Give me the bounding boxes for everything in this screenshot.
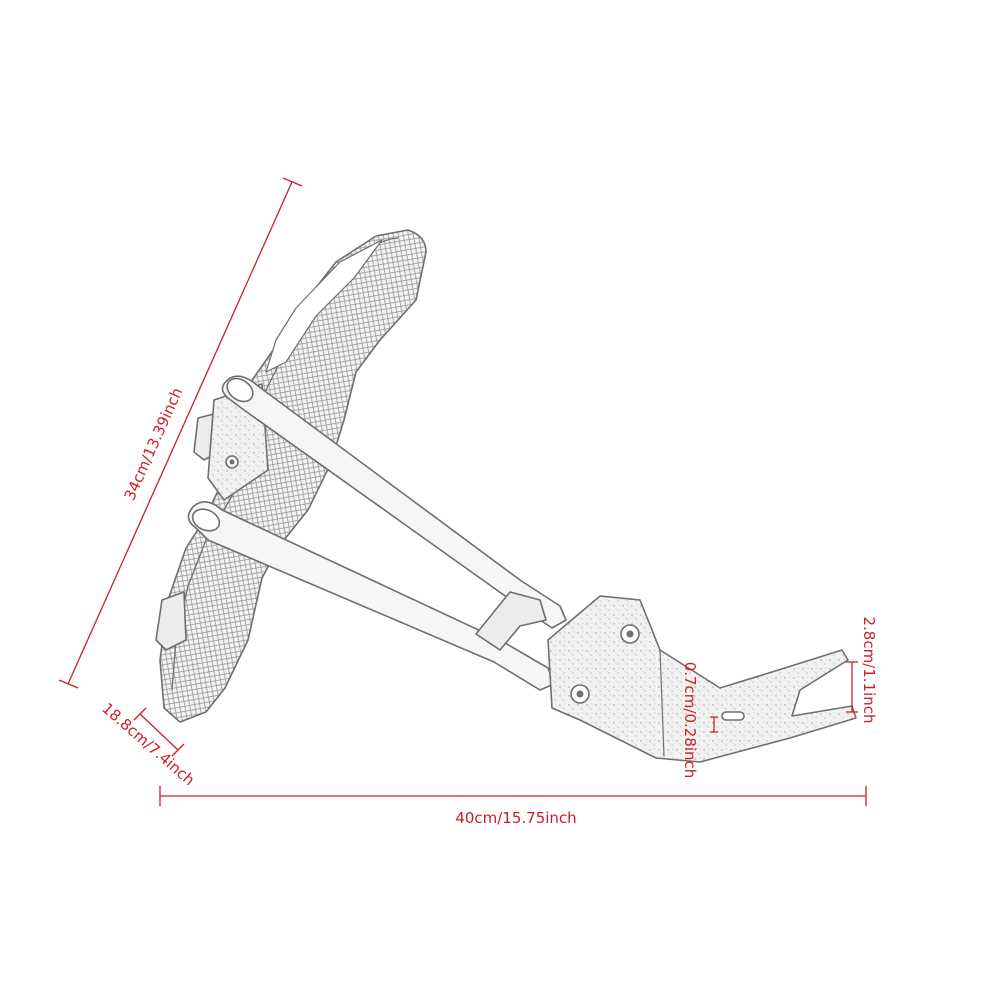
mudguard-edge — [265, 239, 383, 373]
depth-dimension-line — [139, 713, 179, 751]
mudguard-panel — [159, 229, 427, 723]
height-label: 34cm/13.39inch — [121, 385, 187, 503]
hole-size-label: 0.7cm/0.28inch — [681, 662, 699, 779]
upper-tube-end — [226, 377, 254, 403]
mudguard-bracket-illustration — [155, 229, 857, 763]
bracket-plate — [547, 595, 857, 763]
lower-tube-end — [191, 508, 221, 532]
mudguard-clip-lower — [155, 591, 187, 651]
slot-width-label: 2.8cm/1.1inch — [860, 616, 878, 723]
keyhole-slot — [721, 711, 745, 721]
height-dimension-line — [67, 181, 293, 685]
upper-tube — [221, 375, 567, 629]
gusset-plate — [475, 591, 547, 651]
width-label: 40cm/15.75inch — [455, 809, 576, 827]
dimension-lines — [58, 177, 867, 806]
bracket-bend — [659, 649, 665, 757]
